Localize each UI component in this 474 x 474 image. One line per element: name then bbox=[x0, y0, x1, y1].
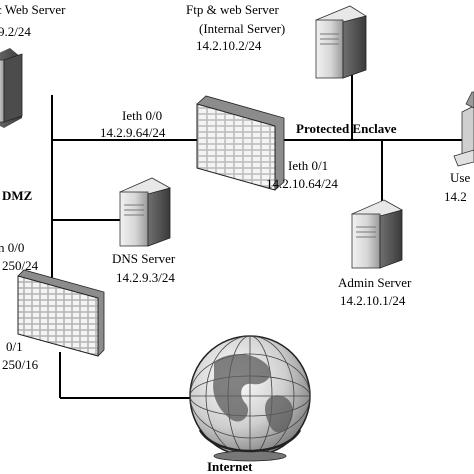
admin-server-name: Admin Server bbox=[338, 275, 412, 290]
network-links bbox=[51, 70, 474, 399]
public-web-server-icon bbox=[0, 48, 23, 128]
ftp-server-name: Ftp & web Server bbox=[186, 2, 279, 17]
protected-enclave-label: Protected Enclave bbox=[296, 121, 397, 136]
internal-firewall-icon bbox=[196, 95, 285, 191]
user-name: Use bbox=[450, 170, 470, 185]
public-server-ip: 9.2/24 bbox=[0, 24, 31, 39]
outer01-name: 0/1 bbox=[6, 339, 23, 354]
user-workstation-icon bbox=[453, 91, 474, 167]
user-ip: 14.2 bbox=[444, 189, 467, 204]
dns-server-icon bbox=[119, 177, 171, 247]
ieth01-name: Ieth 0/1 bbox=[288, 158, 328, 173]
internet-globe-icon bbox=[189, 335, 311, 462]
outer00-name: n 0/0 bbox=[0, 240, 24, 255]
admin-server-ip: 14.2.10.1/24 bbox=[340, 293, 406, 308]
outer00-ip: 250/24 bbox=[2, 258, 39, 273]
ieth00-name: Ieth 0/0 bbox=[122, 108, 162, 123]
dns-server-ip: 14.2.9.3/24 bbox=[116, 270, 175, 285]
dns-server-name: DNS Server bbox=[112, 251, 176, 266]
ftp-server-ip: 14.2.10.2/24 bbox=[196, 38, 262, 53]
internet-label: Internet bbox=[207, 459, 253, 474]
ftp-web-server-icon bbox=[315, 5, 367, 79]
outer01-ip: 250/16 bbox=[2, 357, 39, 372]
public-server-name: c Web Server bbox=[0, 2, 66, 17]
ftp-server-role: (Internal Server) bbox=[199, 21, 285, 36]
ieth01-ip: 14.2.10.64/24 bbox=[266, 176, 338, 191]
dmz-label: DMZ bbox=[2, 188, 33, 203]
ieth00-ip: 14.2.9.64/24 bbox=[100, 125, 166, 140]
admin-server-icon bbox=[351, 199, 403, 269]
outer-firewall-icon bbox=[17, 269, 105, 357]
